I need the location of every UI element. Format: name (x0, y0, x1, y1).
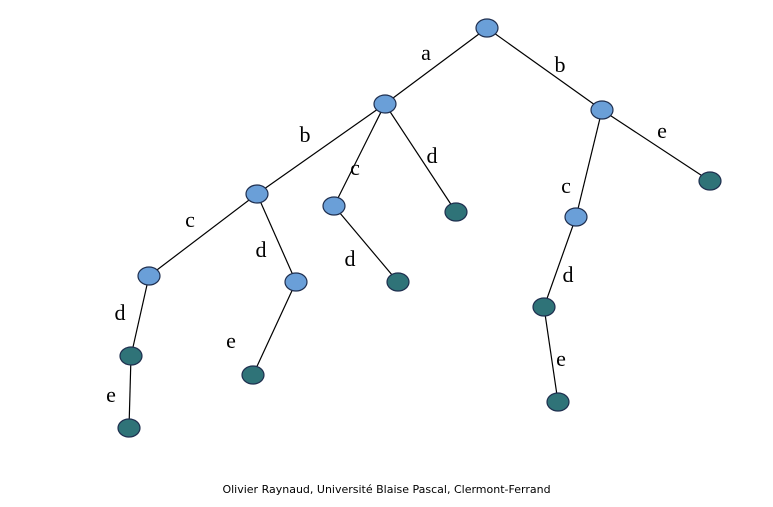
internal-node-abc (137, 266, 161, 286)
leaf-node-bcd (532, 297, 556, 317)
edge-label-root-a: a (421, 40, 431, 65)
leaf-node-abcd (119, 346, 143, 366)
edge-label-b-be: e (657, 118, 667, 143)
edge-b-bc (575, 109, 603, 218)
leaf-node-abde (241, 365, 265, 385)
edge-a-ad (384, 103, 457, 213)
internal-node-root (475, 18, 499, 38)
edge-abd-abde (252, 281, 297, 376)
edge-abc-abcd (130, 275, 150, 357)
internal-node-bc (564, 207, 588, 227)
edge-label-a-ad: d (427, 143, 438, 168)
leaf-node-abcde (117, 418, 141, 438)
edge-label-abc-abcd: d (115, 300, 126, 325)
internal-node-ab (245, 184, 269, 204)
leaf-node-bcde (546, 392, 570, 412)
edge-label-root-b: b (555, 52, 566, 77)
edge-labels-layer: a b b c d c d d e e d c e d e (106, 40, 667, 407)
edge-label-abcd-abcde: e (106, 382, 116, 407)
edge-root-b (486, 27, 603, 111)
edge-label-abd-abde: e (226, 328, 236, 353)
edge-bcd-bcde (543, 306, 559, 403)
nodes-layer (117, 18, 722, 438)
edge-ac-acd (333, 205, 399, 283)
edge-label-a-ac: c (350, 155, 360, 180)
leaf-node-be (698, 171, 722, 191)
edge-label-b-bc: c (561, 173, 571, 198)
edge-ab-abd (256, 193, 297, 283)
footer-credit: Olivier Raynaud, Université Blaise Pasca… (222, 483, 551, 496)
edge-a-ac (333, 103, 386, 207)
edge-ab-abc (148, 193, 258, 277)
internal-node-b (590, 100, 614, 120)
prefix-tree-diagram: a b b c d c d d e e d c e d e (106, 18, 722, 438)
edge-abcd-abcde (128, 355, 132, 429)
internal-node-abd (284, 272, 308, 292)
edge-label-ab-abd: d (256, 237, 267, 262)
internal-node-ac (322, 196, 346, 216)
edge-root-a (384, 27, 488, 105)
leaf-node-acd (386, 272, 410, 292)
edge-label-ac-acd: d (345, 246, 356, 271)
edge-label-bc-bcd: d (563, 262, 574, 287)
edge-a-ab (256, 103, 386, 195)
internal-node-a (373, 94, 397, 114)
edge-label-ab-abc: c (185, 207, 195, 232)
edge-label-bcd-bcde: e (556, 346, 566, 371)
edge-bc-bcd (543, 216, 577, 308)
edge-label-a-ab: b (300, 122, 311, 147)
edge-b-be (601, 109, 711, 182)
edges-layer (128, 27, 711, 429)
leaf-node-ad (444, 202, 468, 222)
